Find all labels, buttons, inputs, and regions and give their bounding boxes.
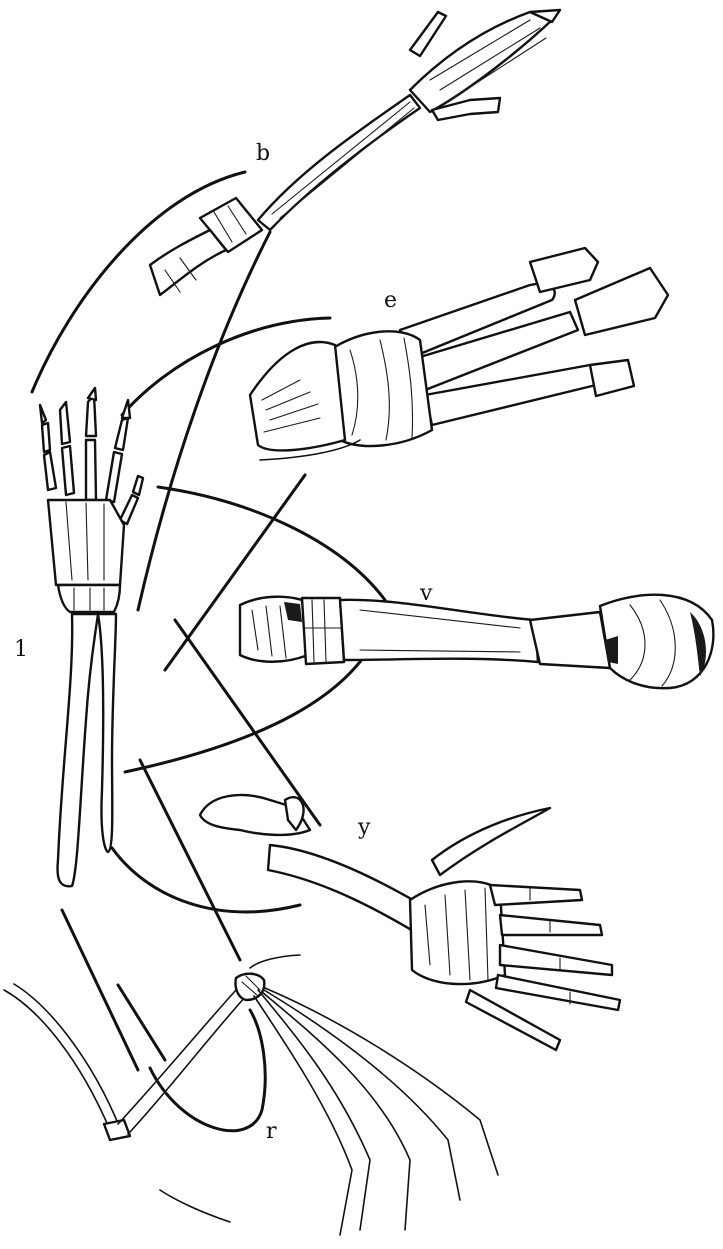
wing-wrist: [235, 974, 264, 1000]
panel-v-metacarpal: [340, 600, 538, 662]
wing-upper-edge: [250, 955, 300, 968]
claw-1: [40, 405, 46, 423]
panel-label-b: b: [256, 141, 270, 166]
wing-forearm: [118, 990, 246, 1134]
panel-e-tarsals: [330, 331, 432, 446]
wing-digit-3: [264, 990, 460, 1200]
wing-lower-edge: [160, 1190, 230, 1222]
digit-2: [62, 446, 74, 495]
connector-line-diag4: [140, 760, 240, 960]
panel-1-forelimb: 1: [14, 388, 143, 886]
panel-b-upper-digit: [410, 12, 446, 56]
panel-v-phalanx: [530, 612, 610, 668]
panel-b-proximal: [150, 230, 226, 295]
panel-e-digit-lower-tip: [590, 360, 634, 396]
panel-y-digit-4: [496, 975, 620, 1010]
connector-line-left1: [62, 910, 138, 1070]
carpals: [58, 585, 120, 612]
wing-elbow: [104, 1120, 130, 1140]
claw-3: [88, 388, 96, 400]
wing-digit-1: [258, 990, 370, 1230]
wing-digit-1b: [254, 996, 352, 1235]
wing-humerus: [4, 984, 120, 1130]
claw-4: [122, 400, 130, 418]
radius: [58, 614, 98, 886]
panel-b-long-limb: b: [150, 10, 560, 295]
panel-y-clawed-hand: y: [200, 795, 620, 1050]
panel-e-digit-upper-tip: [530, 248, 598, 292]
panel-label-r: r: [266, 1119, 277, 1144]
panel-y-digit-2: [500, 915, 602, 935]
connector-line-left2: [118, 985, 165, 1060]
digit-3: [86, 440, 96, 500]
panel-v-hoofed-limb: v: [240, 581, 713, 688]
panel-e-heel: [250, 342, 345, 450]
panel-label-v: v: [419, 581, 433, 606]
digit-3-phalanx: [86, 395, 96, 436]
connector-curve-bottom: [150, 1010, 265, 1131]
panel-y-digit-3: [500, 945, 612, 975]
panel-e-broad-foot: e: [250, 248, 668, 460]
panel-label-e: e: [384, 288, 397, 313]
panel-r-wing: r: [4, 955, 498, 1235]
digit-1: [44, 452, 56, 490]
panel-y-carpals: [410, 881, 505, 984]
digit-4: [106, 452, 122, 502]
panel-y-digit-1: [490, 885, 582, 905]
wing-digit-4: [265, 988, 498, 1175]
panel-b-shaft: [258, 95, 420, 230]
digit-5-phalanx: [133, 476, 143, 495]
panel-y-digit-5: [466, 990, 560, 1050]
panel-y-thumb-claw: [432, 808, 550, 875]
panel-y-shaft: [268, 845, 430, 935]
digit-5: [120, 495, 138, 524]
digit-2-phalanx: [60, 402, 70, 444]
panel-v-small-bones: [302, 598, 344, 664]
connector-curve-mid: [158, 487, 385, 600]
digit-1-phalanx: [42, 423, 50, 452]
panel-label-y: y: [357, 815, 371, 840]
wing-digit-2: [262, 992, 410, 1230]
ulna: [98, 614, 116, 852]
digit-4-phalanx: [115, 418, 128, 450]
panel-label-1: 1: [14, 637, 28, 662]
